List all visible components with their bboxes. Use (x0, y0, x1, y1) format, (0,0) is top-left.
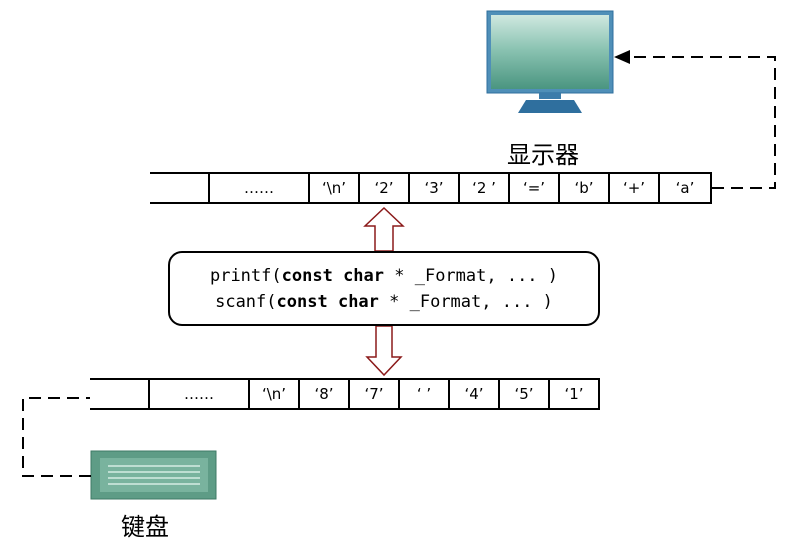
output-cell-9: ‘a’ (660, 172, 712, 204)
output-cell-8: ‘+’ (610, 172, 660, 204)
output-connector (614, 50, 776, 189)
input-cell-0 (90, 378, 150, 410)
input-cell-3: ‘8’ (300, 378, 350, 410)
keyboard-label: 键盘 (121, 513, 169, 541)
function-signature-box: printf(const char * _Format, ... ) scanf… (168, 251, 600, 326)
output-cell-6: ‘=’ (510, 172, 560, 204)
input-cell-7: ‘5’ (500, 378, 550, 410)
display-label: 显示器 (507, 141, 579, 169)
input-cell-5: ‘ ’ (400, 378, 450, 410)
output-cell-7: ‘b’ (560, 172, 610, 204)
output-cell-2: ‘\n’ (310, 172, 360, 204)
scanf-signature: scanf(const char * _Format, ... ) (215, 291, 553, 312)
output-cell-0 (150, 172, 210, 204)
keyboard-icon (90, 450, 217, 500)
monitor-icon (486, 10, 614, 113)
input-cell-1: …… (148, 378, 250, 410)
output-cell-4: ‘3’ (410, 172, 460, 204)
output-cell-3: ‘2’ (360, 172, 410, 204)
output-cell-5: ‘2 ’ (460, 172, 510, 204)
output-cell-1: …… (208, 172, 310, 204)
input-cell-6: ‘4’ (450, 378, 500, 410)
scanf-down-arrow (365, 325, 403, 377)
printf-up-arrow (363, 206, 405, 252)
input-cell-2: ‘\n’ (250, 378, 300, 410)
input-cell-8: ‘1’ (550, 378, 600, 410)
input-cell-4: ‘7’ (350, 378, 400, 410)
printf-signature: printf(const char * _Format, ... ) (209, 265, 559, 286)
